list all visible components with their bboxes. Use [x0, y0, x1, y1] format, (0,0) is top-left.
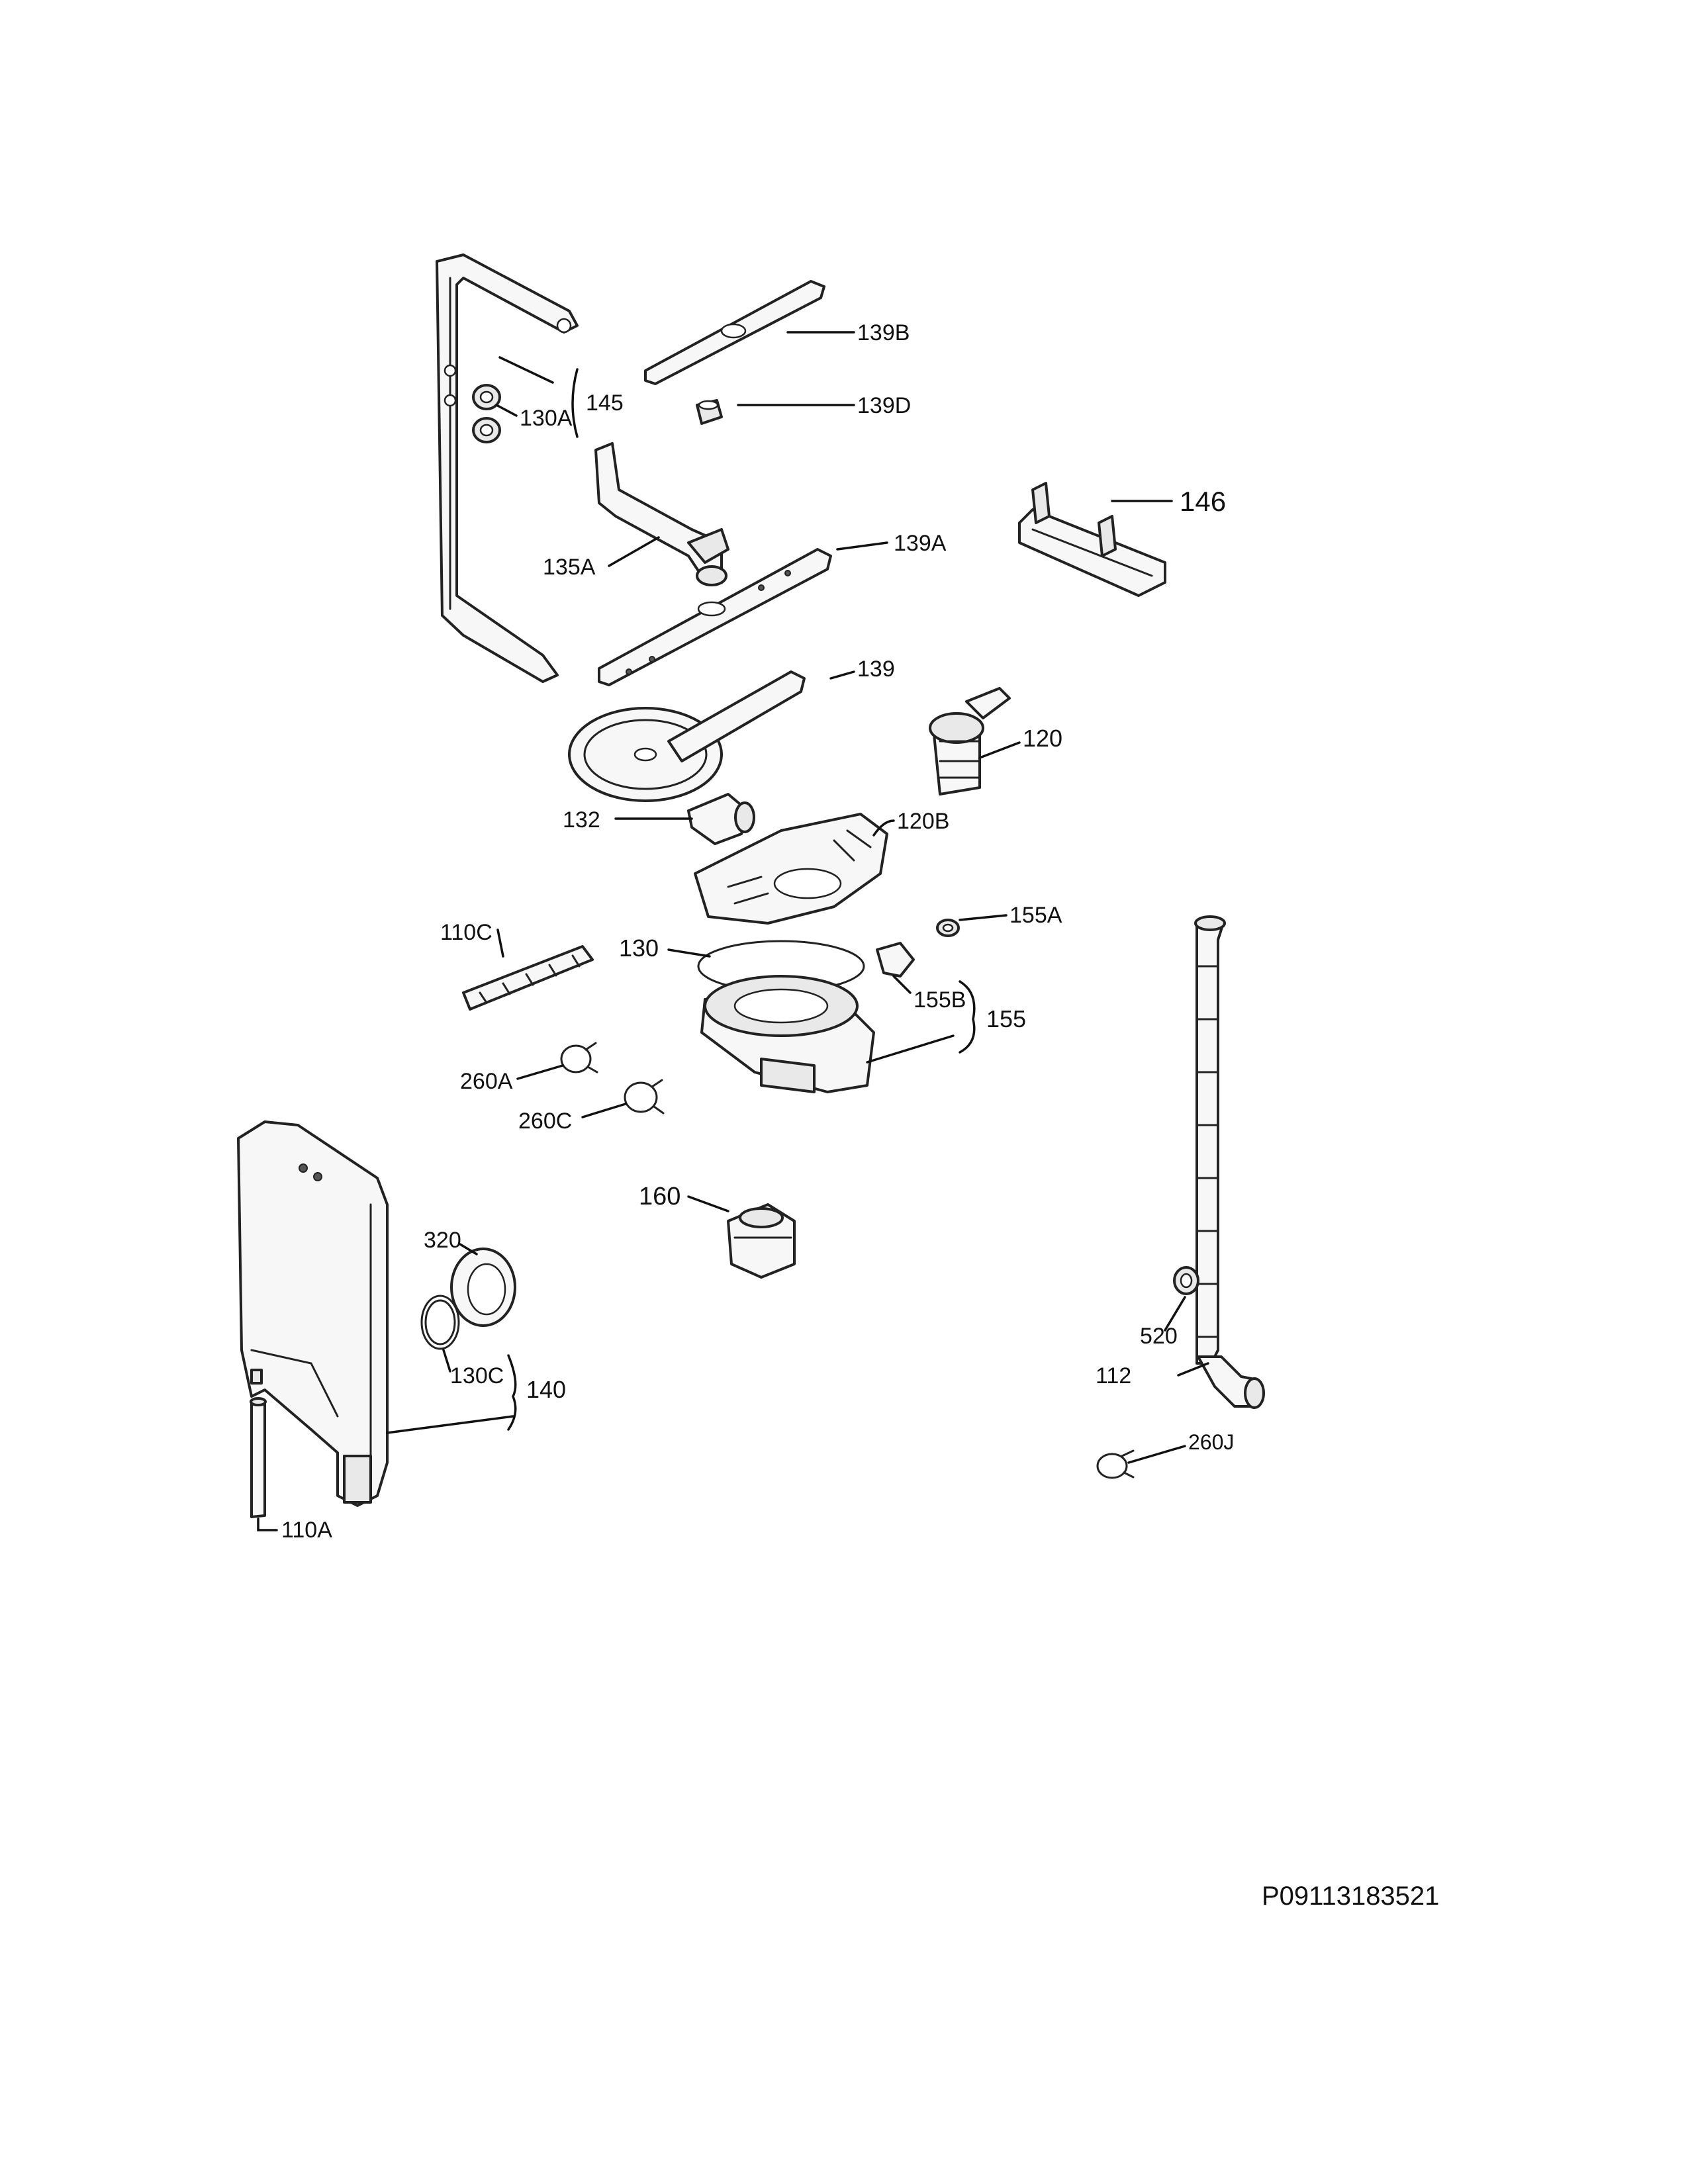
- label-320: 320: [424, 1228, 461, 1253]
- clamp-260A: [560, 1042, 598, 1073]
- arm-feeder-135A: [594, 442, 729, 586]
- label-260C: 260C: [518, 1109, 572, 1134]
- inlet-assembly-140: [237, 1120, 389, 1507]
- label-110A: 110A: [281, 1518, 332, 1543]
- label-132: 132: [563, 807, 600, 833]
- sump-155: [697, 940, 875, 1093]
- hose-110A: [250, 1397, 267, 1518]
- label-130A: 130A: [520, 406, 573, 431]
- drain-hose-112: [1194, 915, 1265, 1409]
- leader-lines: [257, 331, 1209, 1531]
- label-155: 155: [986, 1005, 1026, 1032]
- label-110C: 110C: [440, 920, 492, 945]
- clamp-260J: [1096, 1449, 1135, 1479]
- label-139A: 139A: [894, 531, 947, 556]
- label-139: 139: [857, 657, 895, 682]
- middle-spray-arm-139A: [598, 548, 832, 686]
- label-139B: 139B: [857, 320, 910, 345]
- pump-160: [727, 1203, 796, 1279]
- clip-520: [1173, 1266, 1199, 1295]
- label-155B: 155B: [914, 987, 966, 1013]
- label-160: 160: [639, 1183, 680, 1210]
- label-140: 140: [526, 1376, 566, 1403]
- label-260A: 260A: [460, 1069, 513, 1094]
- lower-spray-arm-139: [568, 670, 806, 802]
- label-139D: 139D: [857, 393, 911, 418]
- label-260J: 260J: [1188, 1430, 1234, 1454]
- hose-110C: [462, 945, 594, 1011]
- label-120: 120: [1023, 725, 1062, 752]
- nut-139D: [696, 399, 723, 425]
- seals-130A: [472, 384, 501, 443]
- filter-120: [929, 687, 1011, 796]
- supply-pipe-145: [436, 253, 579, 683]
- part-labels: 145 130A 139B 139D 146 135A 139A 139 120…: [281, 320, 1234, 1543]
- upper-spray-arm-139B: [644, 280, 825, 385]
- connector-155A: [936, 919, 960, 937]
- bracket-146: [1018, 482, 1166, 597]
- label-520: 520: [1140, 1324, 1178, 1349]
- label-120B: 120B: [897, 809, 949, 834]
- label-145: 145: [586, 390, 624, 416]
- clamp-260C: [624, 1079, 665, 1115]
- cap-155B: [876, 942, 915, 978]
- label-135A: 135A: [543, 555, 596, 580]
- gasket-130C: [420, 1295, 460, 1350]
- label-112: 112: [1096, 1363, 1131, 1388]
- filter-plate-120B: [694, 813, 888, 925]
- label-130: 130: [619, 934, 659, 962]
- label-155A: 155A: [1009, 903, 1062, 928]
- label-146: 146: [1180, 486, 1226, 517]
- label-130C: 130C: [450, 1363, 504, 1388]
- reference-number: P09113183521: [1262, 1882, 1439, 1911]
- seal-320: [450, 1248, 516, 1327]
- bracket-132: [687, 793, 755, 845]
